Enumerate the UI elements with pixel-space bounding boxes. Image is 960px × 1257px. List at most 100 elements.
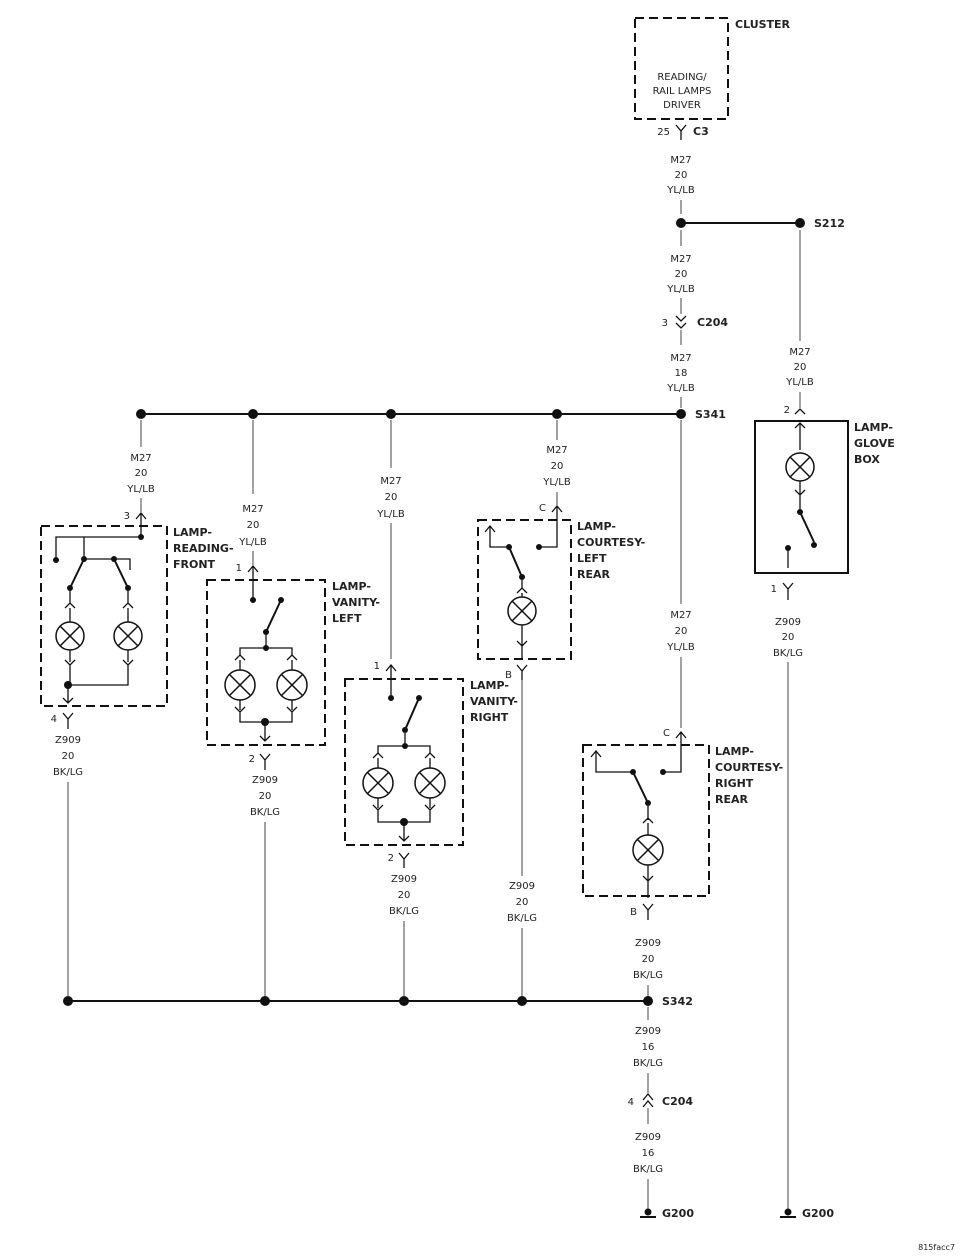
svg-text:YL/LB: YL/LB: [666, 383, 695, 394]
lamp-courtesy-right-rear: C LAMP- COURTESY- RIGHT REAR B: [582, 728, 783, 920]
cluster-module: CLUSTER READING/ RAIL LAMPS DRIVER: [634, 17, 791, 120]
wire-gauge: 20: [675, 170, 688, 181]
svg-text:M27: M27: [380, 476, 401, 487]
svg-text:BK/LG: BK/LG: [250, 807, 280, 818]
svg-text:M27: M27: [546, 445, 567, 456]
c204-upper-label: C204: [697, 316, 728, 329]
cluster-driver-line3: DRIVER: [663, 100, 701, 111]
svg-text:FRONT: FRONT: [173, 558, 216, 571]
splice-s212-dot: [795, 218, 805, 228]
svg-text:C: C: [539, 503, 546, 514]
svg-text:LAMP-: LAMP-: [173, 526, 212, 539]
svg-text:20: 20: [247, 520, 260, 531]
wire-label-m27-vanity-right: M27 20 YL/LB: [376, 476, 405, 520]
svg-text:M27: M27: [242, 504, 263, 515]
svg-text:M27: M27: [789, 347, 810, 358]
wire-label-z909-vanity-left: Z909 20 BK/LG: [250, 775, 280, 818]
svg-text:4: 4: [51, 714, 57, 725]
svg-text:Z909: Z909: [635, 1132, 661, 1143]
svg-text:M27: M27: [130, 453, 151, 464]
splice-s341-label: S341: [695, 408, 726, 421]
svg-text:B: B: [630, 907, 637, 918]
svg-text:20: 20: [398, 890, 411, 901]
svg-text:YL/LB: YL/LB: [666, 284, 695, 295]
bulb-icon: [113, 621, 143, 651]
connector-c3: 25 C3: [657, 124, 709, 140]
svg-text:M27: M27: [670, 353, 691, 364]
svg-text:BK/LG: BK/LG: [633, 970, 663, 981]
wire-label-z909-16-lower: Z909 16 BK/LG: [633, 1132, 663, 1175]
wire-label-m27-above-c204: M27 20 YL/LB: [666, 254, 695, 295]
wire-label-m27-vanity-left: M27 20 YL/LB: [238, 504, 267, 548]
svg-text:20: 20: [516, 897, 529, 908]
svg-text:3: 3: [124, 511, 130, 522]
svg-text:20: 20: [642, 954, 655, 965]
svg-text:YL/LB: YL/LB: [238, 537, 267, 548]
svg-text:1: 1: [374, 661, 380, 672]
svg-text:3: 3: [662, 318, 668, 329]
c204-lower-label: C204: [662, 1095, 693, 1108]
lamp-glove-box: 2 LAMP- GLOVE BOX 1: [754, 405, 895, 600]
connector-c204-lower: 4 C204: [628, 1092, 693, 1108]
bulb-icon: [414, 767, 446, 799]
wire-label-m27-c3: M27 20 YL/LB: [666, 155, 695, 196]
ground-g200-main: G200: [640, 1207, 694, 1220]
wire-label-z909-vanity-right: Z909 20 BK/LG: [389, 874, 419, 917]
svg-text:BK/LG: BK/LG: [773, 648, 803, 659]
svg-text:YL/LB: YL/LB: [785, 377, 814, 388]
svg-text:YL/LB: YL/LB: [126, 484, 155, 495]
c3-pin: 25: [657, 127, 670, 138]
wire-label-m27-18: M27 18 YL/LB: [666, 353, 695, 394]
svg-text:YL/LB: YL/LB: [376, 509, 405, 520]
lamp-vanity-left: 1 LAMP- VANITY- LEFT 2: [206, 563, 380, 770]
svg-text:GLOVE: GLOVE: [854, 437, 895, 450]
svg-text:LAMP-: LAMP-: [854, 421, 893, 434]
svg-text:COURTESY-: COURTESY-: [577, 536, 645, 549]
wire-color: YL/LB: [666, 185, 695, 196]
svg-text:COURTESY-: COURTESY-: [715, 761, 783, 774]
bulb-icon: [55, 621, 85, 651]
bulb-icon: [362, 767, 394, 799]
svg-text:20: 20: [551, 461, 564, 472]
splice-s342-label: S342: [662, 995, 693, 1008]
connector-c204-upper: 3 C204: [662, 315, 728, 329]
wire-label-z909-courtesy-left: Z909 20 BK/LG: [507, 881, 537, 924]
bulb-icon: [276, 669, 308, 701]
svg-text:YL/LB: YL/LB: [542, 477, 571, 488]
svg-text:20: 20: [794, 362, 807, 373]
svg-text:G200: G200: [802, 1207, 834, 1220]
svg-text:4: 4: [628, 1097, 634, 1108]
svg-text:20: 20: [385, 492, 398, 503]
wire-label-m27-glove: M27 20 YL/LB: [785, 347, 814, 388]
splice-s342-dot: [643, 996, 653, 1006]
bulb-icon: [785, 452, 815, 482]
svg-text:Z909: Z909: [635, 938, 661, 949]
wire-label-m27-reading: M27 20 YL/LB: [126, 453, 155, 495]
svg-text:BK/LG: BK/LG: [633, 1058, 663, 1069]
svg-text:Z909: Z909: [55, 735, 81, 746]
svg-text:Z909: Z909: [509, 881, 535, 892]
svg-text:Z909: Z909: [775, 617, 801, 628]
svg-text:LAMP-: LAMP-: [577, 520, 616, 533]
svg-text:20: 20: [62, 751, 75, 762]
svg-text:M27: M27: [670, 254, 691, 265]
svg-text:2: 2: [784, 405, 790, 416]
lamp-reading-front: 3 LAMP- READING- FRONT 4: [40, 511, 234, 729]
svg-text:1: 1: [236, 563, 242, 574]
svg-text:20: 20: [675, 269, 688, 280]
svg-text:LAMP-: LAMP-: [470, 679, 509, 692]
wire-label-m27-courtesy-right: M27 20 YL/LB: [666, 610, 695, 653]
lamp-courtesy-left-rear: C LAMP- COURTESY- LEFT REAR B: [477, 503, 645, 681]
wire-circuit: M27: [670, 155, 691, 166]
bulb-icon: [507, 596, 537, 626]
lamp-vanity-right: 1 LAMP- VANITY- RIGHT 2: [344, 661, 518, 868]
svg-text:YL/LB: YL/LB: [666, 642, 695, 653]
svg-text:2: 2: [249, 754, 255, 765]
svg-text:16: 16: [642, 1042, 655, 1053]
svg-text:VANITY-: VANITY-: [332, 596, 380, 609]
svg-text:BK/LG: BK/LG: [389, 906, 419, 917]
svg-text:RIGHT: RIGHT: [470, 711, 509, 724]
bulb-icon: [224, 669, 256, 701]
svg-text:LAMP-: LAMP-: [715, 745, 754, 758]
wire-label-z909-glove: Z909 20 BK/LG: [773, 617, 803, 659]
